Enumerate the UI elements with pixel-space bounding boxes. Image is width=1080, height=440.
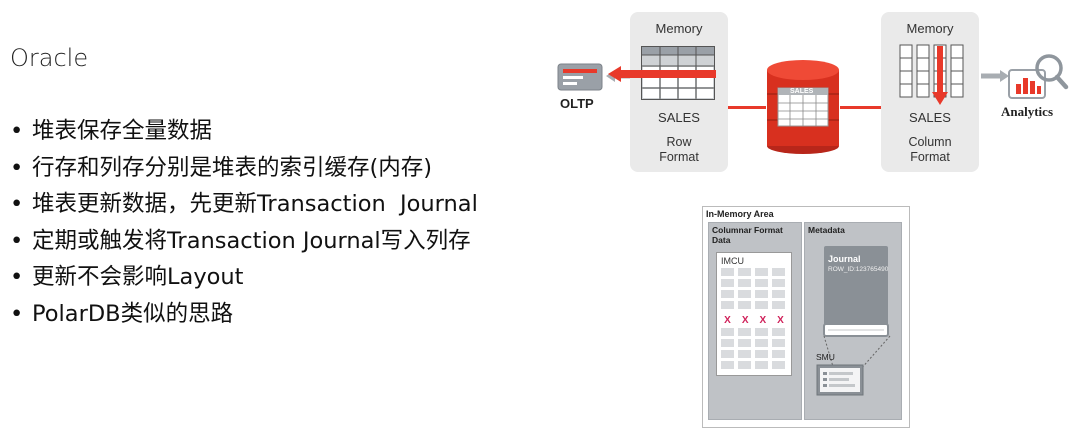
bullet-item: • 堆表更新数据，先更新Transaction Journal [10, 186, 478, 223]
columnar-title-line2: Data [712, 235, 731, 245]
connector-right-line [840, 106, 882, 109]
bullet-item: • 行存和列存分别是堆表的索引缓存(内存) [10, 150, 478, 187]
arrow-right-icon [981, 70, 1009, 82]
bullet-dot: • [10, 191, 24, 217]
analytics-label: Analytics [1001, 104, 1053, 119]
bullet-text: 定期或触发将Transaction Journal写入列存 [32, 227, 471, 254]
inmemory-area-title: In-Memory Area [706, 209, 774, 219]
bullet-text: 行存和列存分别是堆表的索引缓存(内存) [32, 154, 433, 181]
imcu-column-grid [721, 268, 785, 369]
database-cylinder-icon [767, 60, 839, 154]
bullet-item: • 堆表保存全量数据 [10, 113, 478, 150]
bullet-list: • 堆表保存全量数据 • 行存和列存分别是堆表的索引缓存(内存) • 堆表更新数据，先… [10, 113, 478, 332]
analytics-magnifier-icon [1008, 54, 1069, 99]
column-format-line1: Column [908, 135, 952, 149]
invalidated-row-marks: X X X X [721, 315, 787, 327]
connector-left-line [728, 106, 766, 109]
column-memory-label: Memory [906, 21, 954, 36]
columnar-title-line1: Columnar Format [712, 225, 783, 235]
journal-rowid: ROW_ID:123765490 [828, 266, 889, 273]
metadata-title: Metadata [808, 225, 845, 235]
bullet-dot: • [10, 118, 24, 144]
row-format-label: Row Format [630, 135, 728, 165]
row-memory-label: Memory [655, 21, 703, 36]
bullet-item: • 更新不会影响Layout [10, 259, 478, 296]
row-format-line1: Row [666, 135, 692, 149]
row-read-arrow-icon [608, 66, 716, 82]
bullet-dot: • [10, 154, 24, 181]
journal-book-icon [823, 246, 889, 337]
column-format-table [899, 44, 964, 105]
db-label: SALES [790, 88, 814, 95]
bullet-text: 堆表保存全量数据 [32, 118, 213, 144]
column-table-label: SALES [909, 110, 951, 125]
oltp-label: OLTP [560, 96, 594, 111]
x-mark: X [724, 315, 731, 326]
x-mark: X [741, 315, 749, 326]
imcu-label: IMCU [721, 256, 744, 266]
bullet-item: • PolarDB类似的思路 [10, 296, 478, 333]
x-mark: X [777, 315, 784, 326]
bullet-text: 堆表更新数据，先更新Transaction Journal [32, 191, 478, 217]
bullet-dot: • [10, 227, 24, 254]
x-mark: X [759, 315, 767, 326]
oltp-terminal-icon [557, 63, 603, 91]
smu-document-icon [816, 364, 864, 396]
slide-heading: Oracle [10, 44, 89, 72]
bullet-dot: • [10, 264, 24, 290]
bullet-dot: • [10, 300, 24, 327]
smu-label: SMU [816, 352, 835, 362]
journal-title: Journal [828, 254, 861, 264]
column-format-label: Column Format [881, 135, 979, 165]
column-format-line2: Format [910, 150, 950, 164]
bullet-text: PolarDB类似的思路 [32, 300, 234, 327]
smu-link-dotted-lines [823, 335, 891, 371]
columnar-format-title: Columnar Format Data [712, 225, 783, 245]
row-format-line2: Format [659, 150, 699, 164]
bullet-text: 更新不会影响Layout [32, 264, 244, 290]
bullet-item: • 定期或触发将Transaction Journal写入列存 [10, 223, 478, 260]
row-table-label: SALES [658, 110, 700, 125]
